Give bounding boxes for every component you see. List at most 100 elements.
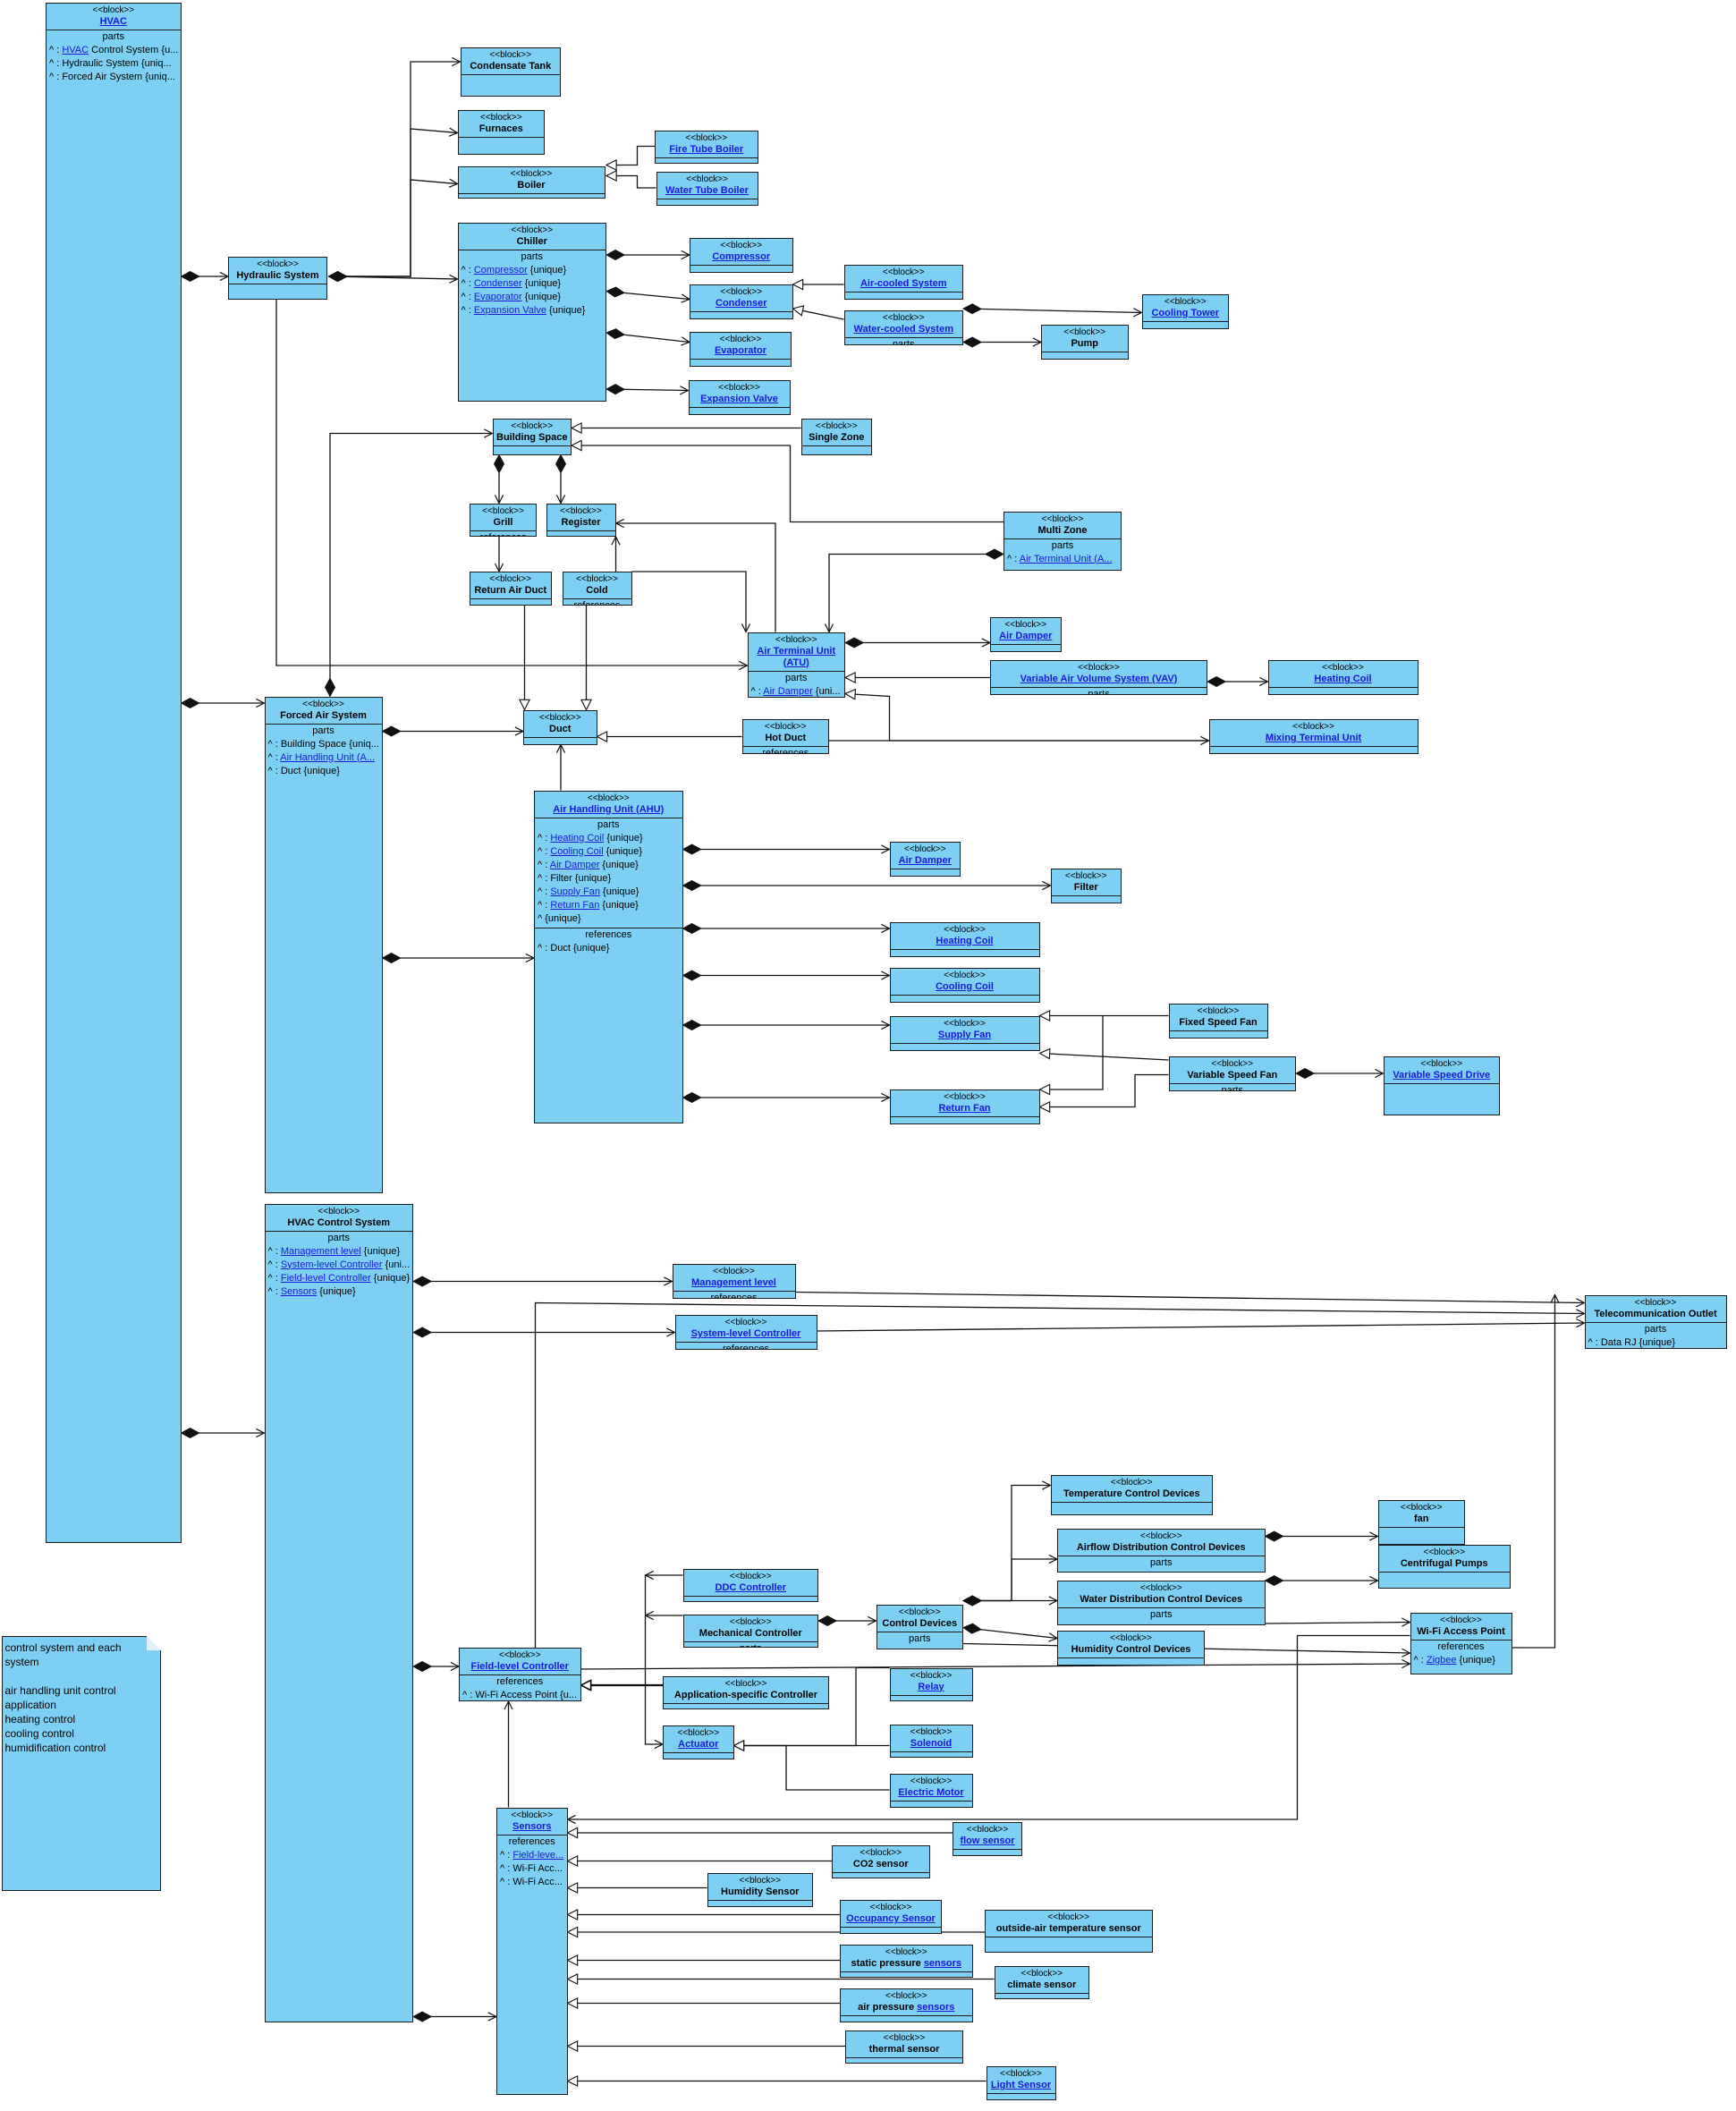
part-link[interactable]: Field-leve...	[512, 1849, 564, 1861]
block-name[interactable]: Expansion Valve	[700, 393, 778, 404]
part-link[interactable]: Expansion Valve	[473, 305, 546, 316]
block-ddc[interactable]: <<block>>DDC Controller	[682, 1568, 818, 1602]
block-humid-ctrl[interactable]: <<block>>Humidity Control Devices	[1057, 1630, 1205, 1666]
block-humidity-sensor[interactable]: <<block>>Humidity Sensor	[707, 1873, 813, 1907]
block-name[interactable]: DDC Controller	[715, 1581, 786, 1593]
block-cooling-coil[interactable]: <<block>>Cooling Coil	[889, 967, 1040, 1003]
block-actuator[interactable]: <<block>>Actuator	[663, 1725, 734, 1759]
block-cold[interactable]: <<block>>Coldreferences	[562, 572, 632, 606]
block-name[interactable]: Relay	[918, 1681, 944, 1692]
block-name[interactable]: Sensors	[512, 1820, 552, 1832]
block-app-ctrl[interactable]: <<block>>Application-specific Controller	[663, 1675, 829, 1709]
part-link[interactable]: System-level Controller	[280, 1259, 383, 1270]
block-name[interactable]: System-level Controller	[690, 1328, 801, 1339]
block-boiler[interactable]: <<block>>Boiler	[457, 166, 605, 199]
part-link[interactable]: Air Damper	[549, 859, 600, 870]
block-name[interactable]: Electric Motor	[898, 1787, 964, 1798]
block-vsd[interactable]: <<block>>Variable Speed Drive	[1383, 1056, 1500, 1115]
part-link[interactable]: Supply Fan	[550, 886, 600, 897]
block-name[interactable]: Management level	[691, 1277, 776, 1288]
block-centrifugal[interactable]: <<block>>Centrifugal Pumps	[1377, 1544, 1511, 1589]
block-name[interactable]: Heating Coil	[936, 935, 994, 946]
block-mech-ctrl[interactable]: <<block>>Mechanical Controllerparts	[682, 1614, 818, 1648]
block-air-pressure[interactable]: <<block>>air pressure sensors	[840, 1988, 973, 2022]
block-co2[interactable]: <<block>>CO2 sensor	[832, 1844, 930, 1878]
block-name[interactable]: Water Tube Boiler	[665, 185, 749, 196]
block-name[interactable]: Variable Air Volume System (VAV)	[1020, 674, 1178, 684]
block-name[interactable]: Air Terminal Unit (ATU)	[757, 645, 836, 668]
part-link[interactable]: Compressor	[473, 265, 528, 276]
block-cond-tank[interactable]: <<block>>Condensate Tank	[460, 47, 561, 97]
block-single-zone[interactable]: <<block>>Single Zone	[800, 419, 872, 455]
block-fan[interactable]: <<block>>fan	[1377, 1500, 1465, 1545]
block-relay[interactable]: <<block>>Relay	[889, 1667, 973, 1701]
block-atu[interactable]: <<block>>Air Terminal Unit (ATU)parts^ :…	[747, 632, 845, 698]
block-name[interactable]: Mixing Terminal Unit	[1265, 733, 1362, 743]
part-link[interactable]: Air Terminal Unit (A...	[1019, 553, 1113, 564]
block-name[interactable]: HVAC	[99, 16, 127, 27]
block-fixed-fan[interactable]: <<block>>Fixed Speed Fan	[1168, 1004, 1268, 1039]
block-grill[interactable]: <<block>>Grillreferences	[470, 503, 537, 537]
block-occupancy[interactable]: <<block>>Occupancy Sensor	[840, 1900, 942, 1934]
part-link[interactable]: HVAC	[62, 45, 89, 55]
block-return-fan[interactable]: <<block>>Return Fan	[889, 1089, 1040, 1124]
block-name[interactable]: Compressor	[712, 250, 771, 262]
block-name[interactable]: Air Handling Unit (AHU)	[553, 803, 665, 815]
block-name[interactable]: Water-cooled System	[853, 323, 953, 335]
block-flow-sensor[interactable]: <<block>>flow sensor	[953, 1822, 1022, 1856]
block-name[interactable]: Heating Coil	[1314, 674, 1372, 684]
block-name[interactable]: Condenser	[716, 298, 767, 309]
block-name[interactable]: Solenoid	[910, 1737, 953, 1749]
block-name[interactable]: flow sensor	[960, 1835, 1015, 1846]
block-airflow-ctrl[interactable]: <<block>>Airflow Distribution Control De…	[1057, 1528, 1266, 1573]
block-hyd[interactable]: <<block>>Hydraulic System	[228, 256, 327, 300]
block-heating-coil[interactable]: <<block>>Heating Coil	[889, 921, 1040, 957]
block-name[interactable]: Return Fan	[938, 1103, 991, 1114]
part-link[interactable]: Condenser	[473, 278, 522, 289]
part-link[interactable]: Cooling Coil	[550, 845, 604, 857]
block-name[interactable]: Cooling Tower	[1151, 307, 1220, 318]
block-water-tube[interactable]: <<block>>Water Tube Boiler	[656, 172, 758, 206]
block-cooling-tower[interactable]: <<block>>Cooling Tower	[1141, 293, 1229, 329]
block-climate[interactable]: <<block>>climate sensor	[994, 1965, 1089, 1999]
block-name[interactable]: Air Damper	[898, 854, 952, 866]
block-heating-coil-vav[interactable]: <<block>>Heating Coil	[1267, 660, 1418, 695]
block-name[interactable]: Actuator	[678, 1739, 719, 1750]
block-filter[interactable]: <<block>>Filter	[1050, 868, 1122, 903]
block-temp-ctrl[interactable]: <<block>>Temperature Control Devices	[1050, 1474, 1213, 1515]
block-solenoid[interactable]: <<block>>Solenoid	[889, 1724, 973, 1758]
block-supply-fan[interactable]: <<block>>Supply Fan	[889, 1015, 1040, 1051]
block-mixing[interactable]: <<block>>Mixing Terminal Unit	[1208, 719, 1418, 754]
block-name[interactable]: Air Damper	[999, 631, 1053, 641]
block-name[interactable]: Fire Tube Boiler	[669, 143, 744, 155]
block-water-ctrl[interactable]: <<block>>Water Distribution Control Devi…	[1057, 1581, 1266, 1625]
block-register[interactable]: <<block>>Register	[546, 503, 616, 537]
block-thermal[interactable]: <<block>>thermal sensor	[845, 2030, 963, 2064]
part-link[interactable]: Air Handling Unit (A...	[280, 751, 375, 763]
block-name[interactable]: Field-level Controller	[470, 1661, 569, 1672]
part-link[interactable]: Heating Coil	[550, 832, 605, 844]
block-electric-motor[interactable]: <<block>>Electric Motor	[889, 1774, 973, 1808]
part-link[interactable]: Sensors	[280, 1285, 318, 1297]
block-light[interactable]: <<block>>Light Sensor	[986, 2066, 1056, 2100]
block-duct[interactable]: <<block>>Duct	[523, 709, 597, 745]
block-fire-tube[interactable]: <<block>>Fire Tube Boiler	[655, 130, 758, 164]
block-vav[interactable]: <<block>>Variable Air Volume System (VAV…	[990, 660, 1207, 695]
block-exp-valve[interactable]: <<block>>Expansion Valve	[688, 379, 791, 415]
block-furnaces[interactable]: <<block>>Furnaces	[457, 110, 545, 155]
